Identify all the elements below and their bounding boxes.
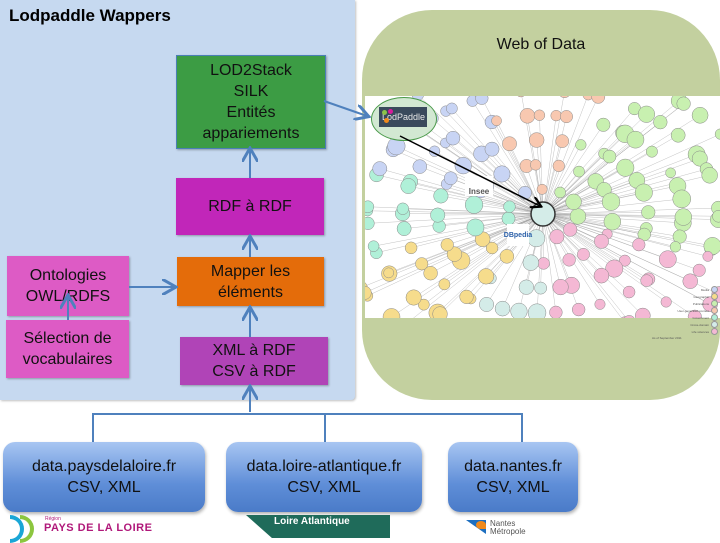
logo-text: PAYS DE LA LOIRE [44, 522, 152, 534]
sources-tree-line [93, 414, 522, 442]
source-loire-atlantique: data.loire-atlantique.fr CSV, XML [226, 442, 422, 512]
pays-de-la-loire-logo: Région PAYS DE LA LOIRE [10, 514, 200, 538]
nantes-metropole-logo: Nantes Métropole [466, 518, 586, 538]
source-nantes: data.nantes.fr CSV, XML [448, 442, 578, 512]
arrow-lod2stack-to-web [324, 101, 367, 116]
logo-shape-icon [476, 521, 486, 529]
source-paysdelaloire: data.paysdelaloire.fr CSV, XML [3, 442, 205, 512]
arrow-lodpaddle-to-hub [400, 136, 540, 206]
logo-text: Nantes Métropole [490, 520, 540, 536]
